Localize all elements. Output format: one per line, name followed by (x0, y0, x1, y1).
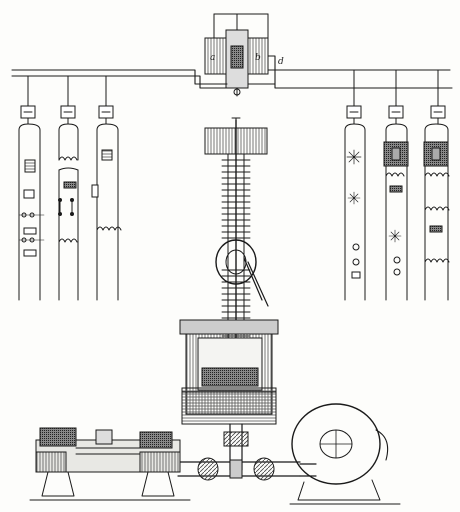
resistor-element (24, 159, 36, 173)
pipeline (177, 457, 301, 481)
label-a: a (210, 53, 215, 63)
main-bus (11, 55, 453, 107)
crank-wheel (215, 239, 257, 285)
governor-column (204, 117, 269, 391)
valve-right (253, 457, 275, 481)
valve-left (197, 457, 219, 481)
piston-head (201, 367, 259, 387)
right-circuit-3 (423, 105, 450, 301)
left-circuit-2 (58, 105, 79, 301)
engine (29, 427, 191, 501)
left-circuit-1 (18, 105, 45, 301)
centrifugal-pump (289, 403, 401, 505)
label-d: d (278, 57, 284, 67)
left-circuit-3 (91, 105, 122, 301)
right-circuit-2 (383, 105, 409, 301)
piston-cylinder (179, 319, 279, 471)
right-circuit-1 (344, 105, 366, 301)
relay-coil-left (204, 37, 228, 75)
label-b: b (255, 53, 261, 63)
spark-symbol (346, 149, 362, 165)
coil-spring (58, 156, 78, 161)
